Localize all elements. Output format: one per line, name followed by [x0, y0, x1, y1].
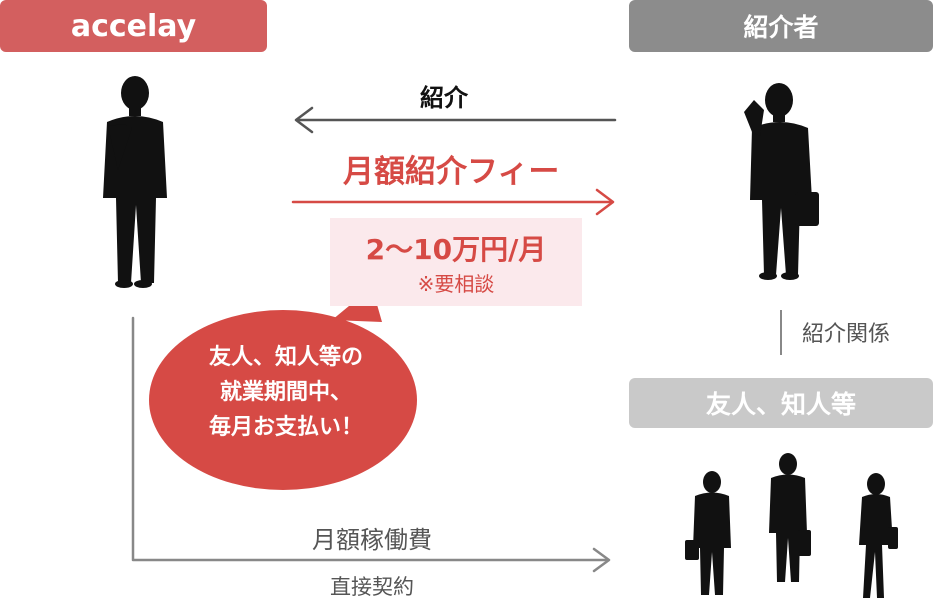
monthly-fee-arrow: [291, 188, 615, 216]
friend-person-icon: [859, 473, 898, 598]
fee-box: 2～10万円/月 ※要相談: [330, 218, 582, 306]
introduction-arrow: [294, 106, 617, 134]
bubble-text: 友人、知人等の 就業期間中、 毎月お支払い！: [172, 340, 400, 445]
direct-contract-label: 直接契約: [330, 575, 414, 599]
friend-person-icon: [769, 453, 811, 582]
fee-note: ※要相談: [417, 272, 495, 296]
direct-contract-arrow: [131, 316, 611, 573]
header-friends: 友人、知人等: [629, 378, 933, 428]
bubble-line: 友人、知人等の: [208, 345, 363, 370]
monthly-work-fee-label: 月額稼働費: [312, 526, 432, 554]
header-accelay: accelay: [0, 0, 267, 52]
bubble-line: 毎月お支払い！: [208, 415, 363, 440]
header-introducer: 紹介者: [629, 0, 933, 52]
bubble-line: 就業期間中、: [219, 380, 352, 405]
accelay-person-icon: [103, 76, 167, 288]
monthly-fee-label: 月額紹介フィー: [343, 154, 560, 190]
relation-label: 紹介関係: [802, 322, 891, 347]
introducer-person-icon: [744, 83, 819, 280]
introduction-label: 紹介: [420, 84, 468, 112]
fee-amount: 2～10万円/月: [365, 233, 547, 266]
friend-person-icon: [685, 471, 731, 595]
